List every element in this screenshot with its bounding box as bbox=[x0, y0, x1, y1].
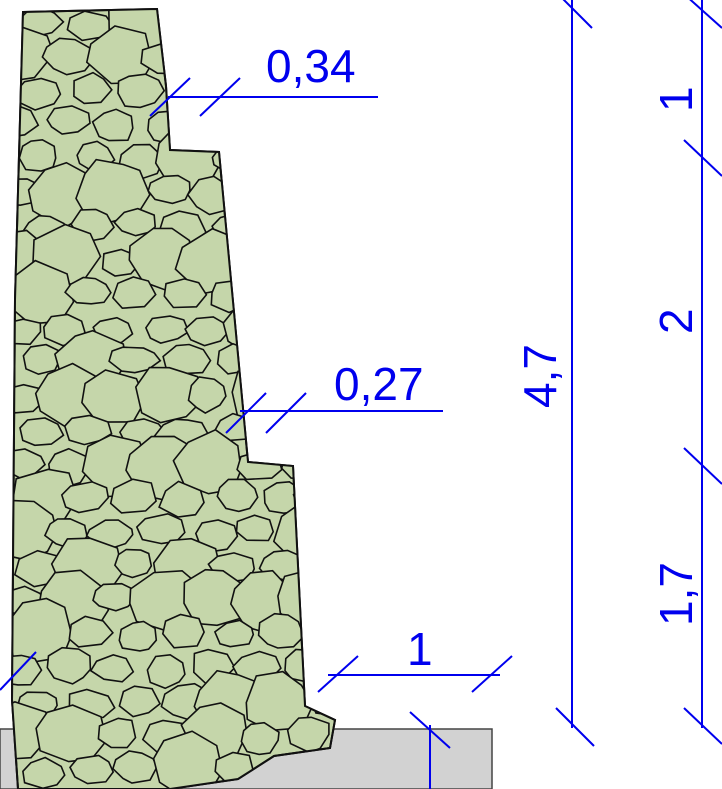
stone bbox=[146, 653, 186, 690]
stone bbox=[244, 270, 322, 326]
stone bbox=[300, 142, 335, 173]
stone bbox=[91, 108, 134, 142]
stone bbox=[292, 470, 335, 534]
stone bbox=[89, 654, 135, 683]
stone bbox=[152, 730, 224, 789]
dimension-label-toe: 1 bbox=[407, 623, 433, 675]
stone bbox=[60, 481, 110, 514]
stone bbox=[250, 130, 315, 190]
stone bbox=[162, 343, 212, 375]
stone bbox=[250, 399, 323, 462]
stone bbox=[22, 756, 66, 789]
stone bbox=[117, 73, 166, 109]
foundation-reference bbox=[409, 711, 451, 789]
stone bbox=[118, 685, 162, 718]
dimension-total-height bbox=[555, 0, 595, 747]
stone bbox=[313, 409, 335, 445]
dimension-label-top-step: 0,34 bbox=[266, 40, 356, 92]
wall-outline bbox=[10, 7, 337, 789]
stone bbox=[111, 276, 157, 310]
dimension-label-middle-step: 0,27 bbox=[334, 358, 424, 410]
stone bbox=[213, 619, 255, 648]
stone bbox=[285, 377, 331, 414]
stone bbox=[97, 717, 137, 749]
stone-texture bbox=[12, 9, 335, 789]
stone bbox=[295, 266, 335, 323]
stone bbox=[286, 246, 328, 279]
stone bbox=[69, 754, 115, 785]
dimension-label-segment-middle: 2 bbox=[650, 308, 702, 334]
dimension-label-segment-bottom: 1,7 bbox=[650, 562, 702, 626]
stone bbox=[12, 701, 54, 761]
stone bbox=[165, 9, 211, 39]
stone bbox=[209, 75, 255, 108]
stone bbox=[22, 343, 61, 376]
stone bbox=[18, 138, 57, 172]
stone bbox=[73, 71, 113, 105]
stone bbox=[312, 203, 335, 240]
stone bbox=[68, 615, 114, 648]
stone bbox=[109, 478, 157, 514]
stone bbox=[235, 514, 275, 542]
stone bbox=[267, 167, 335, 225]
stone bbox=[108, 346, 162, 374]
dimension-label-total-height: 4,7 bbox=[514, 344, 566, 408]
stone bbox=[46, 646, 92, 685]
dimension-left-foot bbox=[0, 651, 37, 691]
stone bbox=[309, 616, 335, 649]
stone bbox=[144, 315, 190, 344]
stone bbox=[92, 582, 138, 612]
stone bbox=[12, 383, 45, 414]
stone bbox=[236, 450, 283, 481]
stone bbox=[258, 207, 305, 245]
stone bbox=[243, 170, 287, 208]
stone bbox=[238, 244, 288, 277]
stone bbox=[184, 316, 228, 347]
stone bbox=[41, 37, 94, 76]
stone bbox=[161, 613, 205, 649]
stone bbox=[19, 417, 65, 447]
stone bbox=[257, 612, 305, 649]
stone bbox=[186, 36, 229, 71]
dimension-label-segment-top: 1 bbox=[650, 86, 702, 112]
stone bbox=[158, 480, 205, 518]
stone bbox=[304, 9, 335, 39]
stone bbox=[64, 276, 112, 305]
stone bbox=[183, 568, 251, 627]
stone bbox=[187, 376, 227, 415]
stone bbox=[46, 105, 91, 135]
stone bbox=[210, 280, 250, 314]
dimension-toe bbox=[317, 655, 513, 693]
stone bbox=[233, 110, 281, 140]
stone bbox=[111, 750, 158, 784]
stone bbox=[286, 309, 335, 347]
stone bbox=[147, 174, 191, 205]
stone bbox=[118, 620, 158, 652]
stone bbox=[216, 342, 255, 375]
stone bbox=[201, 9, 271, 56]
stone bbox=[113, 207, 157, 237]
stone bbox=[263, 9, 308, 34]
stone bbox=[240, 721, 280, 756]
stone bbox=[254, 347, 301, 380]
stone bbox=[216, 478, 259, 513]
stone bbox=[163, 278, 208, 309]
stone bbox=[306, 543, 335, 580]
stone bbox=[263, 480, 306, 515]
dimension-segments bbox=[683, 0, 722, 745]
stone bbox=[186, 104, 230, 138]
stone bbox=[66, 10, 116, 42]
stone bbox=[113, 548, 153, 579]
stone bbox=[63, 414, 113, 446]
stone bbox=[194, 519, 239, 553]
dimension-middle-step bbox=[225, 392, 443, 434]
dimension-top-step bbox=[149, 77, 378, 117]
